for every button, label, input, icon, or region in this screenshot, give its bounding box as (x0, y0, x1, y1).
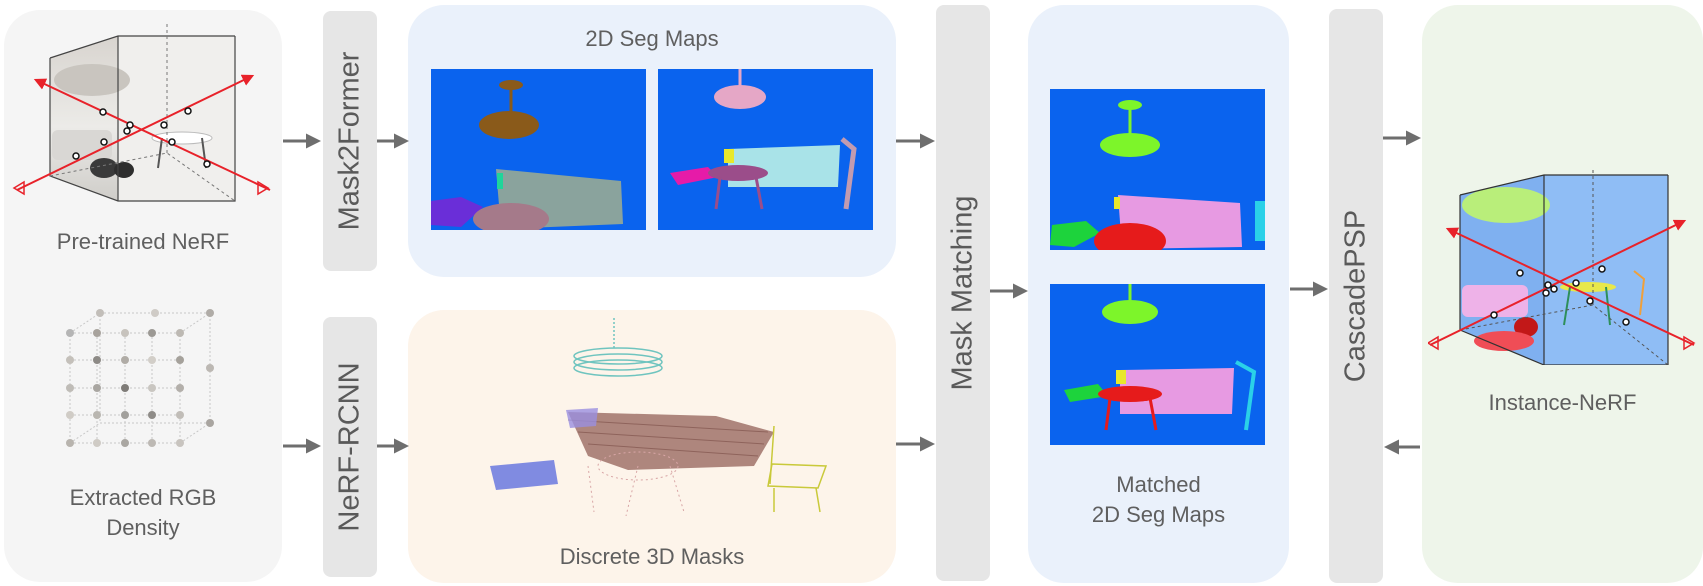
mask-matching-bar: Mask Matching (936, 5, 990, 581)
matched-title-line1: Matched (1116, 472, 1201, 497)
density-label: Extracted RGB Density (4, 483, 282, 543)
density-label-line2: Density (106, 515, 180, 540)
mask2former-bar: Mask2Former (323, 11, 377, 271)
density-label-line1: Extracted RGB (69, 485, 217, 510)
nerf-cube-image (12, 23, 271, 202)
seg-maps-title: 2D Seg Maps (585, 26, 719, 51)
nerf-rcnn-bar: NeRF-RCNN (323, 317, 377, 577)
nerf-label: Pre-trained NeRF (56, 229, 230, 254)
3d-masks-image (490, 318, 828, 516)
matched-seg-map-1 (1050, 89, 1265, 250)
instance-nerf-label: Instance-NeRF (1488, 390, 1637, 415)
instance-nerf-image (1428, 167, 1696, 365)
matched-seg-map-2 (1050, 284, 1265, 445)
density-grid-image (66, 309, 214, 447)
seg-map-1 (431, 69, 646, 230)
cascadepsp-bar: CascadePSP (1329, 9, 1383, 583)
seg-map-2 (658, 69, 873, 230)
matched-title: Matched 2D Seg Maps (1028, 470, 1289, 530)
matched-title-line2: 2D Seg Maps (1091, 502, 1226, 527)
3d-masks-title: Discrete 3D Masks (559, 544, 745, 569)
